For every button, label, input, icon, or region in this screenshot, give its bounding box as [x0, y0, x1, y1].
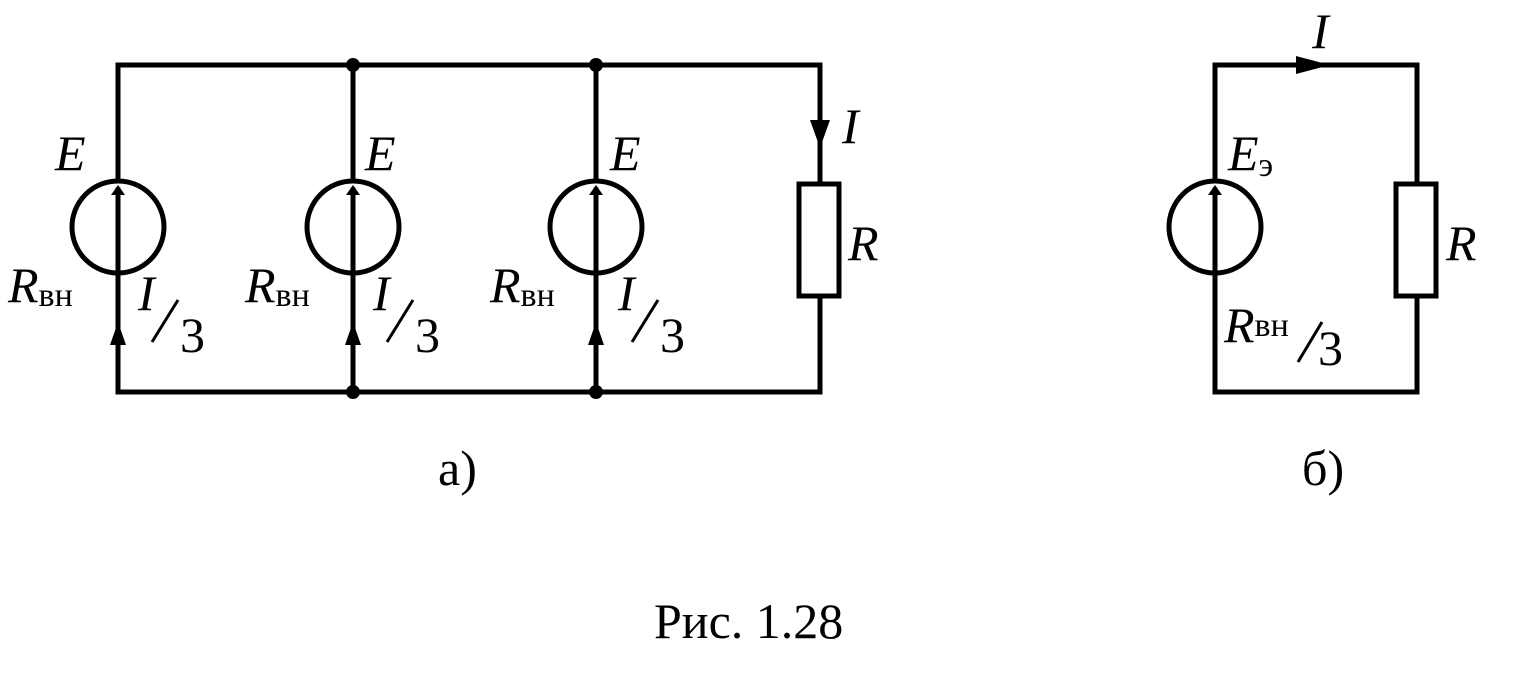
- current-arrow: [588, 322, 604, 345]
- circuit-a-label: а): [438, 440, 477, 496]
- resistance-label: Rвн: [489, 257, 555, 314]
- circuit-a-node-top-2: [346, 58, 360, 72]
- load-current-arrow: [810, 120, 830, 148]
- load-resistance-label: R: [847, 215, 879, 271]
- current-fraction-numerator: I: [617, 265, 637, 321]
- current-fraction-denominator: 3: [180, 307, 205, 363]
- load-resistor-symbol: [1393, 181, 1439, 299]
- current-fraction-numerator: I: [372, 265, 392, 321]
- equivalent-emf-label: Eэ: [1227, 125, 1273, 184]
- equivalent-resistance-slash: [1296, 321, 1324, 363]
- circuit-a-node-top-3: [589, 58, 603, 72]
- current-fraction-denominator: 3: [415, 307, 440, 363]
- emf-label: E: [609, 125, 641, 181]
- circuit-a-branch-2: E Rвн I 3: [244, 125, 440, 363]
- circuit-a-node-bottom-3: [589, 385, 603, 399]
- emf-label: E: [364, 125, 396, 181]
- load-resistor-symbol: [796, 181, 842, 299]
- circuit-a-load: I R: [796, 98, 879, 299]
- equivalent-resistance-denominator: 3: [1318, 320, 1343, 376]
- load-resistance-label: R: [1445, 215, 1477, 271]
- current-arrow: [345, 322, 361, 345]
- emf-label: E: [54, 125, 86, 181]
- circuit-a-branch-3: E Rвн I 3: [489, 125, 685, 363]
- current-fraction-denominator: 3: [660, 307, 685, 363]
- current-arrow: [1296, 56, 1330, 74]
- current-fraction-slash: [630, 299, 660, 343]
- current-fraction-numerator: I: [137, 265, 157, 321]
- circuit-a: E Rвн I 3 E Rвн I 3 E: [7, 58, 879, 496]
- load-current-label: I: [841, 98, 861, 154]
- current-arrow: [110, 322, 126, 345]
- current-fraction-slash: [385, 299, 415, 343]
- current-fraction-slash: [150, 299, 180, 343]
- figure-caption: Рис. 1.28: [654, 593, 843, 649]
- resistance-label: Rвн: [7, 257, 73, 314]
- circuit-b-label: б): [1302, 440, 1344, 496]
- circuit-a-node-bottom-2: [346, 385, 360, 399]
- equivalent-resistance-label: Rвн: [1223, 297, 1289, 353]
- circuit-a-branch-1: E Rвн I 3: [7, 125, 205, 363]
- resistance-label: Rвн: [244, 257, 310, 314]
- current-label: I: [1311, 3, 1331, 59]
- circuit-b: I Eэ Rвн 3 R б): [1166, 3, 1477, 496]
